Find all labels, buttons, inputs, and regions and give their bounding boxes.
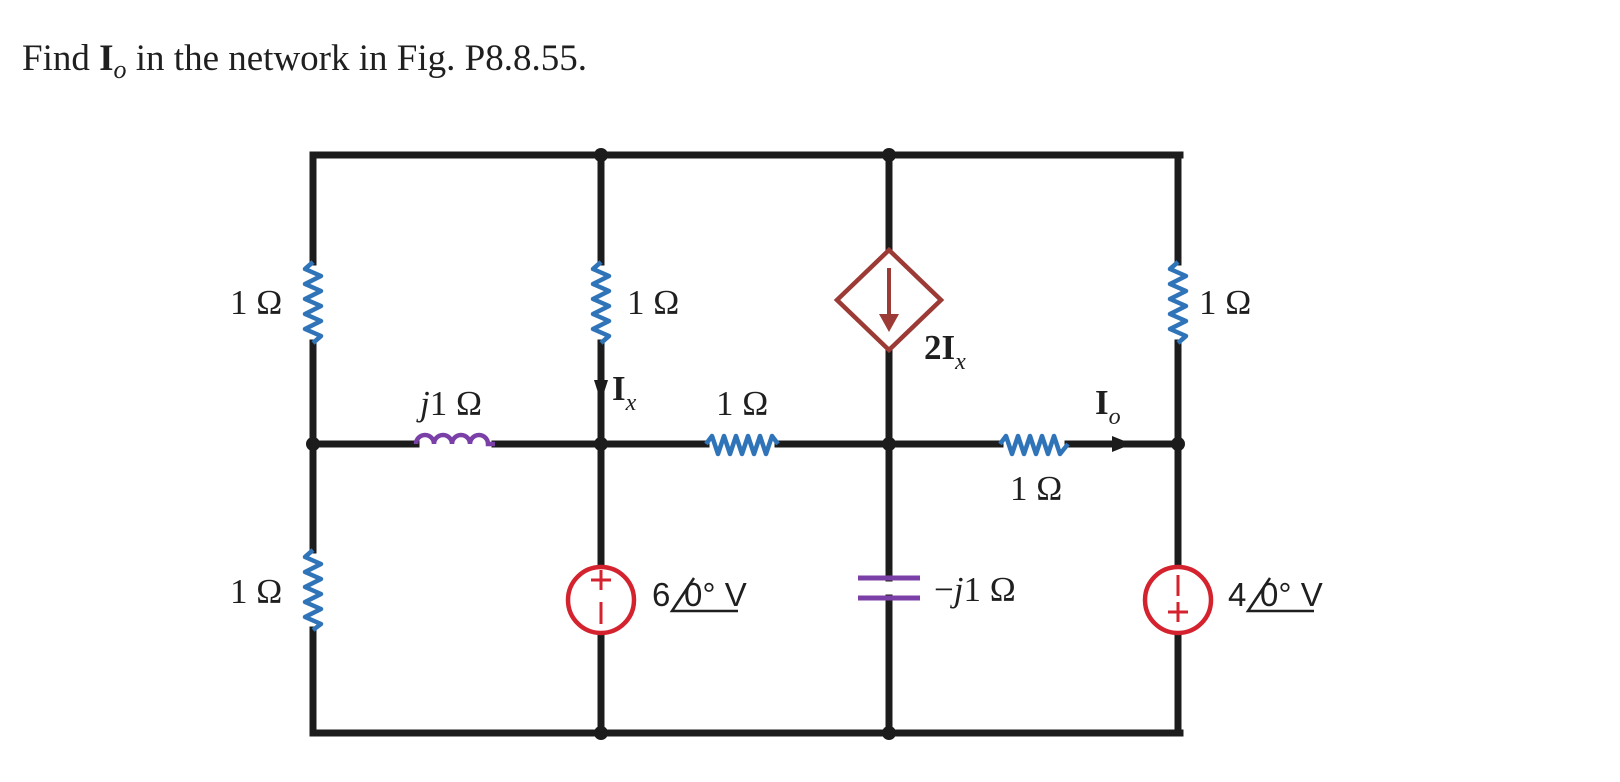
problem-variable: I (99, 38, 114, 79)
problem-variable-subscript: o (113, 55, 127, 84)
label-dependent-source: 2Ix (924, 328, 966, 375)
circuit-wires (309, 151, 1184, 737)
svg-text:0° V: 0° V (1260, 576, 1323, 613)
problem-text-prefix: Find (22, 38, 100, 79)
resistor-right-top (1167, 260, 1189, 345)
label-r-right-top: 1 Ω (1199, 283, 1251, 322)
dependent-current-source (833, 246, 945, 354)
svg-text:4: 4 (1228, 576, 1246, 613)
resistor-left-bottom (302, 548, 324, 632)
resistor-left-top (302, 260, 324, 345)
io-arrow-icon (1112, 436, 1132, 452)
label-r-left-bottom: 1 Ω (230, 572, 282, 611)
problem-text-suffix: in the network in Fig. P8.8.55. (126, 38, 587, 79)
label-r-right-horizontal: 1 Ω (1010, 469, 1062, 508)
problem-statement: Find Io in the network in Fig. P8.8.55. (22, 38, 587, 83)
label-current-ix: Ix (612, 369, 637, 416)
voltage-source-4v (1142, 564, 1214, 636)
angle-symbol-icon (1245, 577, 1314, 613)
label-vsource-left: 6 0° V (652, 576, 747, 613)
junction-dots (306, 148, 1185, 740)
label-r-left-top: 1 Ω (230, 283, 282, 322)
voltage-source-6v (565, 564, 637, 636)
label-r-col2-vertical: 1 Ω (627, 283, 679, 322)
svg-text:6: 6 (652, 576, 670, 613)
resistor-col2-vertical (590, 260, 612, 345)
resistor-right-horizontal (998, 433, 1070, 457)
inductor-j1 (413, 432, 495, 447)
label-inductor: j1 Ω (416, 384, 482, 423)
svg-text:0° V: 0° V (684, 576, 747, 613)
angle-symbol-icon (669, 577, 738, 613)
label-r-center-horizontal: 1 Ω (716, 384, 768, 423)
ix-arrow-icon (594, 380, 608, 402)
resistor-center-horizontal (704, 433, 780, 457)
capacitor-minus-j1 (858, 575, 920, 601)
label-vsource-right: 4 0° V (1228, 576, 1323, 613)
label-current-io: Io (1095, 383, 1121, 430)
label-capacitor: −j1 Ω (934, 570, 1016, 609)
